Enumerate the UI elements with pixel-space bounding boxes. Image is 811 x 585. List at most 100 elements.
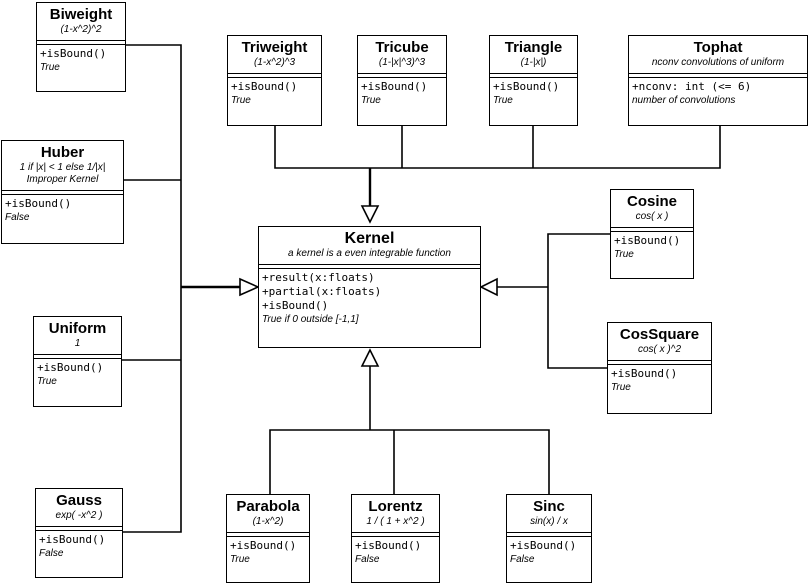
class-description: a kernel is a even integrable function: [288, 248, 451, 259]
operation-note: True if 0 outside [-1,1]: [262, 314, 359, 325]
operation-isbound: +isBound(): [355, 539, 422, 552]
compartment-divider: [227, 532, 309, 537]
class-name: Triangle: [504, 39, 563, 56]
class-formula: 1 if |x| < 1 else 1/|x|: [19, 162, 106, 173]
class-cossquare[interactable]: CosSquare cos( x )^2 +isBound() True: [607, 322, 712, 414]
class-triangle[interactable]: Triangle (1-|x|) +isBound() True: [489, 35, 578, 126]
class-formula: (1-x^2)^2: [60, 24, 102, 35]
class-name: Sinc: [533, 498, 565, 515]
operation-returns: False: [5, 212, 30, 223]
class-formula: nconv convolutions of uniform: [651, 57, 785, 68]
class-tophat[interactable]: Tophat nconv convolutions of uniform +nc…: [628, 35, 808, 126]
class-name: Uniform: [48, 320, 107, 337]
class-formula: cos( x ): [635, 211, 669, 222]
inheritance-arrowhead-bottom: [360, 348, 380, 367]
class-name: Huber: [40, 144, 85, 161]
operation-returns: False: [355, 554, 380, 565]
connector-cosine: [547, 233, 610, 287]
class-formula: 1 / ( 1 + x^2 ): [366, 516, 425, 527]
compartment-divider: [259, 264, 480, 269]
connector-biweight: [126, 44, 182, 287]
operation-partial: +partial(x:floats): [262, 285, 382, 298]
operation-returns: True: [361, 95, 381, 106]
operation-isbound: +isBound(): [493, 80, 560, 93]
connector-gauss: [123, 287, 182, 533]
connector-parabola: [269, 429, 370, 494]
inheritance-arrowhead-left: [239, 277, 260, 297]
class-name: Biweight: [49, 6, 113, 23]
class-formula: (1-x^2)^3: [253, 57, 296, 68]
class-triweight[interactable]: Triweight (1-x^2)^3 +isBound() True: [227, 35, 322, 126]
operation-result: +result(x:floats): [262, 271, 375, 284]
connector-triweight: [274, 126, 370, 169]
class-gauss[interactable]: Gauss exp( -x^2 ) +isBound() False: [35, 488, 123, 578]
operation-returns: True: [493, 95, 513, 106]
operation-returns: True: [37, 376, 57, 387]
compartment-divider: [507, 532, 591, 537]
class-name: Lorentz: [368, 498, 423, 515]
operation-isbound: +isBound(): [230, 539, 297, 552]
compartment-divider: [34, 354, 121, 359]
operation-isbound: +isBound(): [614, 234, 681, 247]
compartment-divider: [2, 190, 123, 195]
class-kernel[interactable]: Kernel a kernel is a even integrable fun…: [258, 226, 481, 348]
class-name: Tricube: [375, 39, 429, 56]
class-tricube[interactable]: Tricube (1-|x|^3)^3 +isBound() True: [357, 35, 447, 126]
connector-cossquare: [547, 287, 607, 369]
connector-tophat: [370, 126, 721, 169]
class-name: Gauss: [56, 492, 102, 509]
operation-isbound: +isBound(): [37, 361, 104, 374]
inheritance-arrowhead-right: [479, 277, 498, 297]
operation-isbound: +isBound(): [231, 80, 298, 93]
operation-isbound: +isBound(): [5, 197, 72, 210]
compartment-divider: [352, 532, 439, 537]
compartment-divider: [37, 40, 125, 45]
operation-returns: True: [231, 95, 251, 106]
class-formula: cos( x )^2: [637, 344, 682, 355]
operation-returns: True: [230, 554, 250, 565]
operation-returns: True: [614, 249, 634, 260]
class-cosine[interactable]: Cosine cos( x ) +isBound() True: [610, 189, 694, 279]
class-name: Tophat: [693, 39, 743, 56]
compartment-divider: [36, 526, 122, 531]
operation-returns: False: [39, 548, 64, 559]
operation-isbound: +isBound(): [611, 367, 678, 380]
attribute-note: number of convolutions: [632, 95, 736, 106]
class-formula: exp( -x^2 ): [55, 510, 103, 521]
compartment-divider: [611, 227, 693, 232]
operation-returns: False: [510, 554, 535, 565]
class-parabola[interactable]: Parabola (1-x^2) +isBound() True: [226, 494, 310, 583]
operation-isbound: +isBound(): [39, 533, 106, 546]
compartment-divider: [358, 73, 446, 78]
class-name: Triweight: [241, 39, 308, 56]
compartment-divider: [608, 360, 711, 365]
class-name: Parabola: [236, 498, 300, 515]
class-formula: (1-|x|): [520, 57, 547, 68]
operation-returns: True: [40, 62, 60, 73]
compartment-divider: [629, 73, 807, 78]
operation-isbound: +isBound(): [40, 47, 107, 60]
operation-isbound: +isBound(): [510, 539, 577, 552]
compartment-divider: [228, 73, 321, 78]
operation-returns: True: [611, 382, 631, 393]
class-formula: sin(x) / x: [530, 516, 568, 527]
operation-isbound: +isBound(): [262, 299, 329, 312]
class-biweight[interactable]: Biweight (1-x^2)^2 +isBound() True: [36, 2, 126, 92]
class-formula: 1: [74, 338, 81, 349]
class-huber[interactable]: Huber 1 if |x| < 1 else 1/|x| Improper K…: [1, 140, 124, 244]
connector-sinc: [370, 429, 550, 494]
class-sinc[interactable]: Sinc sin(x) / x +isBound() False: [506, 494, 592, 583]
inheritance-arrowhead-top: [360, 205, 380, 224]
attribute-nconv: +nconv: int (<= 6): [632, 80, 752, 93]
operation-isbound: +isBound(): [361, 80, 428, 93]
class-formula-note: Improper Kernel: [26, 174, 99, 185]
class-formula: (1-x^2): [252, 516, 284, 527]
class-lorentz[interactable]: Lorentz 1 / ( 1 + x^2 ) +isBound() False: [351, 494, 440, 583]
class-name: Cosine: [626, 193, 677, 210]
class-uniform[interactable]: Uniform 1 +isBound() True: [33, 316, 122, 407]
class-name: Kernel: [344, 230, 395, 247]
compartment-divider: [490, 73, 577, 78]
class-formula: (1-|x|^3)^3: [378, 57, 426, 68]
